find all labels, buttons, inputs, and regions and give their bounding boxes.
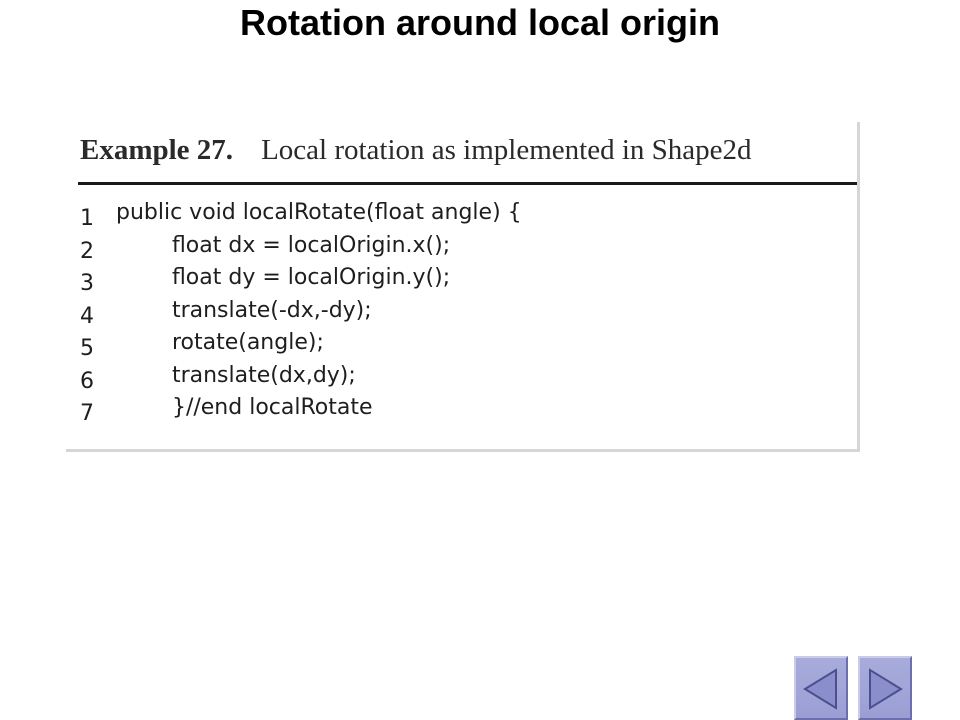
previous-slide-button[interactable] xyxy=(794,656,848,720)
code-line: 6 translate(dx,dy); xyxy=(78,363,847,396)
code-example-figure: Example 27. Local rotation as implemented… xyxy=(66,122,860,452)
code-line: 3 float dy = localOrigin.y(); xyxy=(78,265,847,298)
code-text: float dx = localOrigin.x(); xyxy=(116,232,451,258)
next-slide-button[interactable] xyxy=(858,656,912,720)
line-number: 4 xyxy=(80,303,94,329)
example-number: Example 27. xyxy=(80,134,234,166)
line-number: 2 xyxy=(80,238,94,264)
code-line: 2 float dx = localOrigin.x(); xyxy=(78,233,847,266)
code-line: 7 }//end localRotate xyxy=(78,395,847,428)
code-text: public void localRotate(float angle) { xyxy=(116,200,522,225)
triangle-right-icon xyxy=(869,668,903,710)
code-text: translate(-dx,-dy); xyxy=(116,297,372,323)
line-number: 7 xyxy=(80,401,94,426)
code-line: 4 translate(-dx,-dy); xyxy=(78,298,847,331)
code-text: translate(dx,dy); xyxy=(116,362,356,388)
slide-title: Rotation around local origin xyxy=(240,2,720,43)
code-text: float dy = localOrigin.y(); xyxy=(116,265,451,290)
code-line: 5 rotate(angle); xyxy=(78,330,847,363)
example-heading: Example 27. Local rotation as implemented… xyxy=(80,130,752,170)
heading-rule xyxy=(78,182,857,185)
code-text: }//end localRotate xyxy=(116,395,373,420)
code-text: rotate(angle); xyxy=(116,330,324,355)
example-caption: Local rotation as implemented in Shape2d xyxy=(261,134,752,166)
line-number: 1 xyxy=(80,206,94,231)
code-line: 1 public void localRotate(float angle) { xyxy=(78,200,847,233)
line-number: 6 xyxy=(80,368,94,394)
line-number: 5 xyxy=(80,336,94,361)
line-number: 3 xyxy=(80,271,94,296)
triangle-left-icon xyxy=(803,668,837,710)
